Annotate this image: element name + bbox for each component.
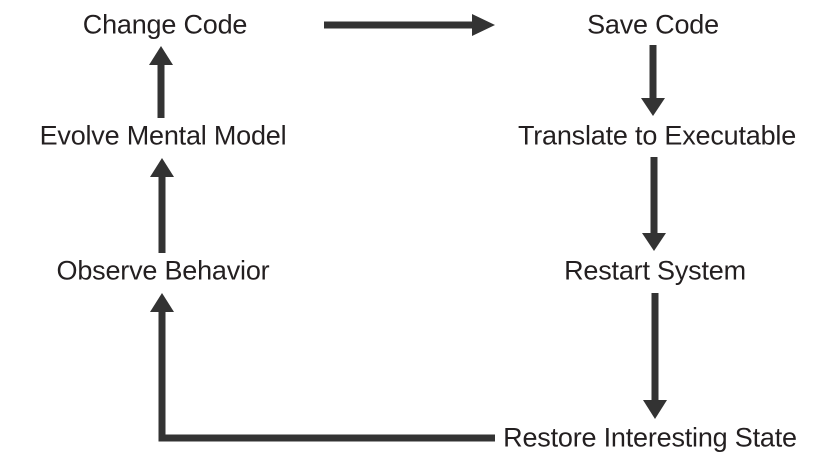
arrow-restore-to-observe — [150, 293, 495, 442]
arrow-evolve-to-change-code — [149, 46, 173, 118]
arrow-head-right-icon — [472, 14, 495, 36]
arrow-head-down-icon — [642, 233, 666, 251]
node-save-code: Save Code — [587, 9, 719, 40]
arrow-head-down-icon — [641, 98, 665, 116]
node-restore-interesting-state: Restore Interesting State — [503, 422, 797, 453]
arrow-head-up-icon — [150, 158, 174, 177]
arrow-change-code-to-save-code — [324, 14, 495, 36]
node-translate-to-executable: Translate to Executable — [517, 120, 797, 151]
arrow-elbow-shaft — [158, 310, 495, 442]
arrow-head-up-icon — [150, 293, 174, 312]
arrow-observe-to-evolve — [150, 158, 174, 253]
arrow-save-code-to-translate — [641, 45, 665, 116]
node-evolve-mental-model: Evolve Mental Model — [39, 120, 287, 151]
arrow-restart-to-restore — [643, 293, 667, 419]
node-change-code: Change Code — [82, 9, 248, 40]
arrow-head-down-icon — [643, 400, 667, 419]
arrow-translate-to-restart — [642, 157, 666, 251]
arrow-head-up-icon — [149, 46, 173, 65]
node-restart-system: Restart System — [564, 255, 746, 286]
node-observe-behavior: Observe Behavior — [56, 255, 270, 286]
